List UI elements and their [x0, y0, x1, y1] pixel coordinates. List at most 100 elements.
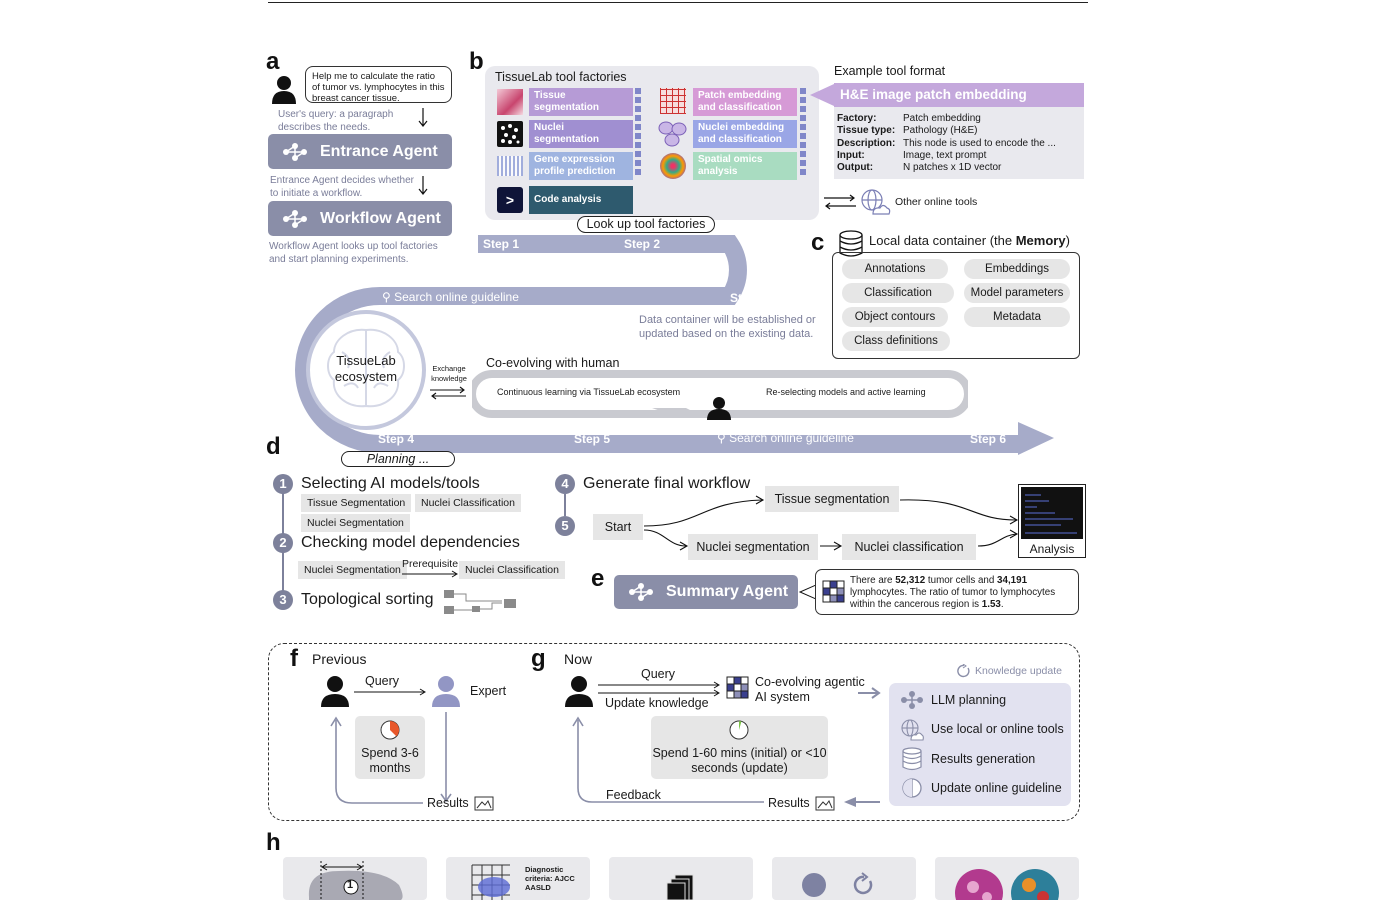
search-guideline-2[interactable]: ⚲ Search online guideline: [717, 431, 854, 445]
expert-icon: [432, 676, 460, 707]
grid-icon: [726, 676, 749, 699]
step-number-3: 3: [273, 590, 293, 610]
step-5-label: Step 5: [574, 432, 611, 446]
knowledge-update-label: Knowledge update: [975, 665, 1062, 677]
row-value: Patch embedding: [903, 113, 981, 124]
update-knowledge-label: Update knowledge: [605, 696, 709, 710]
coevolving-system-label: Co-evolving agentic AI system: [755, 675, 865, 704]
row-value: N patches x 1D vector: [903, 162, 1002, 174]
workflow-note: Workflow Agent looks up tool factories a…: [269, 241, 438, 265]
row-key: Description:: [837, 137, 896, 149]
example-rows: Factory:Patch embedding Tissue type:Path…: [837, 113, 1056, 174]
reselecting-label: Re-selecting models and active learning: [766, 387, 926, 397]
connector-bars: [635, 88, 641, 178]
thumbnail-card: Diagnostic criteria: AJCC AASLD: [446, 857, 590, 900]
tool-nuclei-embedding[interactable]: Nuclei embedding and classification: [693, 120, 797, 148]
comparison-frame: [268, 643, 1080, 821]
right-arrow-icon: [402, 570, 458, 578]
step-4-label: Step 4: [378, 432, 415, 446]
exchange-arrows-icon: [824, 194, 856, 210]
timeline-line: [564, 494, 566, 516]
example-header: H&E image patch embedding: [834, 83, 1084, 107]
step-number-2: 2: [273, 533, 293, 553]
diagnostic-criteria-label: Diagnostic criteria: AJCC AASLD: [525, 865, 575, 892]
workflow-tissue-segmentation: Tissue segmentation: [765, 486, 899, 512]
tool-tissue-segmentation[interactable]: Tissue segmentation: [529, 88, 633, 116]
row-value: Image, text prompt: [903, 149, 987, 161]
tool-spatial-omics[interactable]: Spatial omics analysis: [693, 152, 797, 180]
pointer-arrow-icon: [798, 584, 816, 600]
summary-text: There are 52,312 tumor cells and 34,191 …: [850, 575, 1074, 610]
row-value: Pathology (H&E): [903, 125, 978, 137]
tool-code-analysis[interactable]: Code analysis: [529, 186, 633, 214]
model-tag: Tissue Segmentation: [301, 494, 412, 512]
tool-nuclei-segmentation[interactable]: Nuclei segmentation: [529, 120, 633, 148]
step-number-4: 4: [555, 474, 575, 494]
previous-results-label: Results: [427, 796, 469, 810]
entrance-agent-button[interactable]: Entrance Agent: [268, 134, 452, 169]
memory-item: Object contours: [842, 307, 948, 327]
step-3-label: Step 3: [730, 291, 767, 305]
network-icon: [283, 209, 307, 228]
pie-clock-icon: [380, 720, 400, 740]
capability-item: Update online guideline: [931, 781, 1062, 795]
now-loop-arrows: [572, 716, 880, 807]
coevolve-loop: [472, 370, 968, 418]
panel-label-c: c: [811, 229, 825, 256]
workflow-start: Start: [593, 514, 643, 540]
tumor-count: 52,312: [895, 575, 926, 586]
lymphocyte-count: 34,191: [997, 575, 1028, 586]
brain-icon: [327, 328, 405, 408]
previous-loop-arrows: [330, 712, 452, 804]
memory-title-post: ): [1065, 233, 1070, 248]
analysis-window: Analysis: [1018, 484, 1086, 558]
search-guideline-1[interactable]: ⚲ Search online guideline: [382, 290, 519, 304]
two-way-arrows: [598, 681, 720, 697]
panel-label-b: b: [469, 48, 484, 75]
thumbnail-card: [609, 857, 753, 900]
tissue-images-icon: [955, 869, 1059, 900]
tissue-measure-icon: [308, 861, 403, 900]
spatial-omics-icon: [660, 153, 686, 179]
capability-item: LLM planning: [931, 693, 1007, 707]
query-label: Query: [365, 674, 400, 688]
patch-grid-icon: [660, 88, 686, 114]
exchange-knowledge-label: Exchange knowledge: [431, 364, 467, 383]
row-key: Tissue type:: [837, 125, 896, 137]
right-arrow-icon: [858, 687, 881, 699]
measure-number: 1: [347, 879, 354, 891]
tool-patch-embedding[interactable]: Patch embedding and classification: [693, 88, 797, 116]
prerequisite-label: Prerequisite: [402, 558, 459, 570]
network-icon: [283, 142, 307, 161]
topology-graph-icon: [444, 590, 516, 614]
exchange-arrows-icon: [430, 386, 466, 400]
now-duration: Spend 1-60 mins (initial) or <10 seconds…: [652, 746, 827, 775]
memory-title: Local data container (the Memory): [869, 233, 1070, 248]
down-arrow-icon: [418, 176, 428, 195]
search-icon: ⚲: [382, 290, 395, 304]
now-title: Now: [564, 651, 593, 667]
database-icon: [839, 230, 863, 257]
workflow-edges: [643, 495, 1019, 551]
thumbnail-card: [935, 857, 1079, 900]
panel-label-f: f: [290, 645, 298, 672]
planning-label: Planning ...: [341, 451, 455, 467]
summary-part: tumor cells and: [925, 575, 998, 586]
ecosystem-label: TissueLab ecosystem: [334, 353, 398, 384]
summary-agent-button[interactable]: Summary Agent: [614, 575, 798, 609]
capability-item: Use local or online tools: [931, 722, 1064, 736]
terminal-icon: >: [497, 187, 523, 213]
previous-title: Previous: [312, 651, 367, 667]
memory-item: Class definitions: [842, 331, 950, 351]
user-icon: [707, 397, 731, 420]
workflow-agent-button[interactable]: Workflow Agent: [268, 201, 452, 236]
entrance-note: Entrance Agent decides whether to initia…: [270, 175, 414, 199]
expert-label: Expert: [470, 684, 507, 698]
thumbnail-card: 1: [283, 857, 427, 900]
pointer-arrow-icon: [810, 84, 834, 106]
tool-gene-expression[interactable]: Gene expression profile prediction: [529, 152, 633, 180]
image-icon: [474, 796, 494, 811]
search-guideline-label: Search online guideline: [729, 431, 854, 445]
memory-item: Metadata: [964, 307, 1070, 327]
search-icon: ⚲: [717, 431, 730, 445]
